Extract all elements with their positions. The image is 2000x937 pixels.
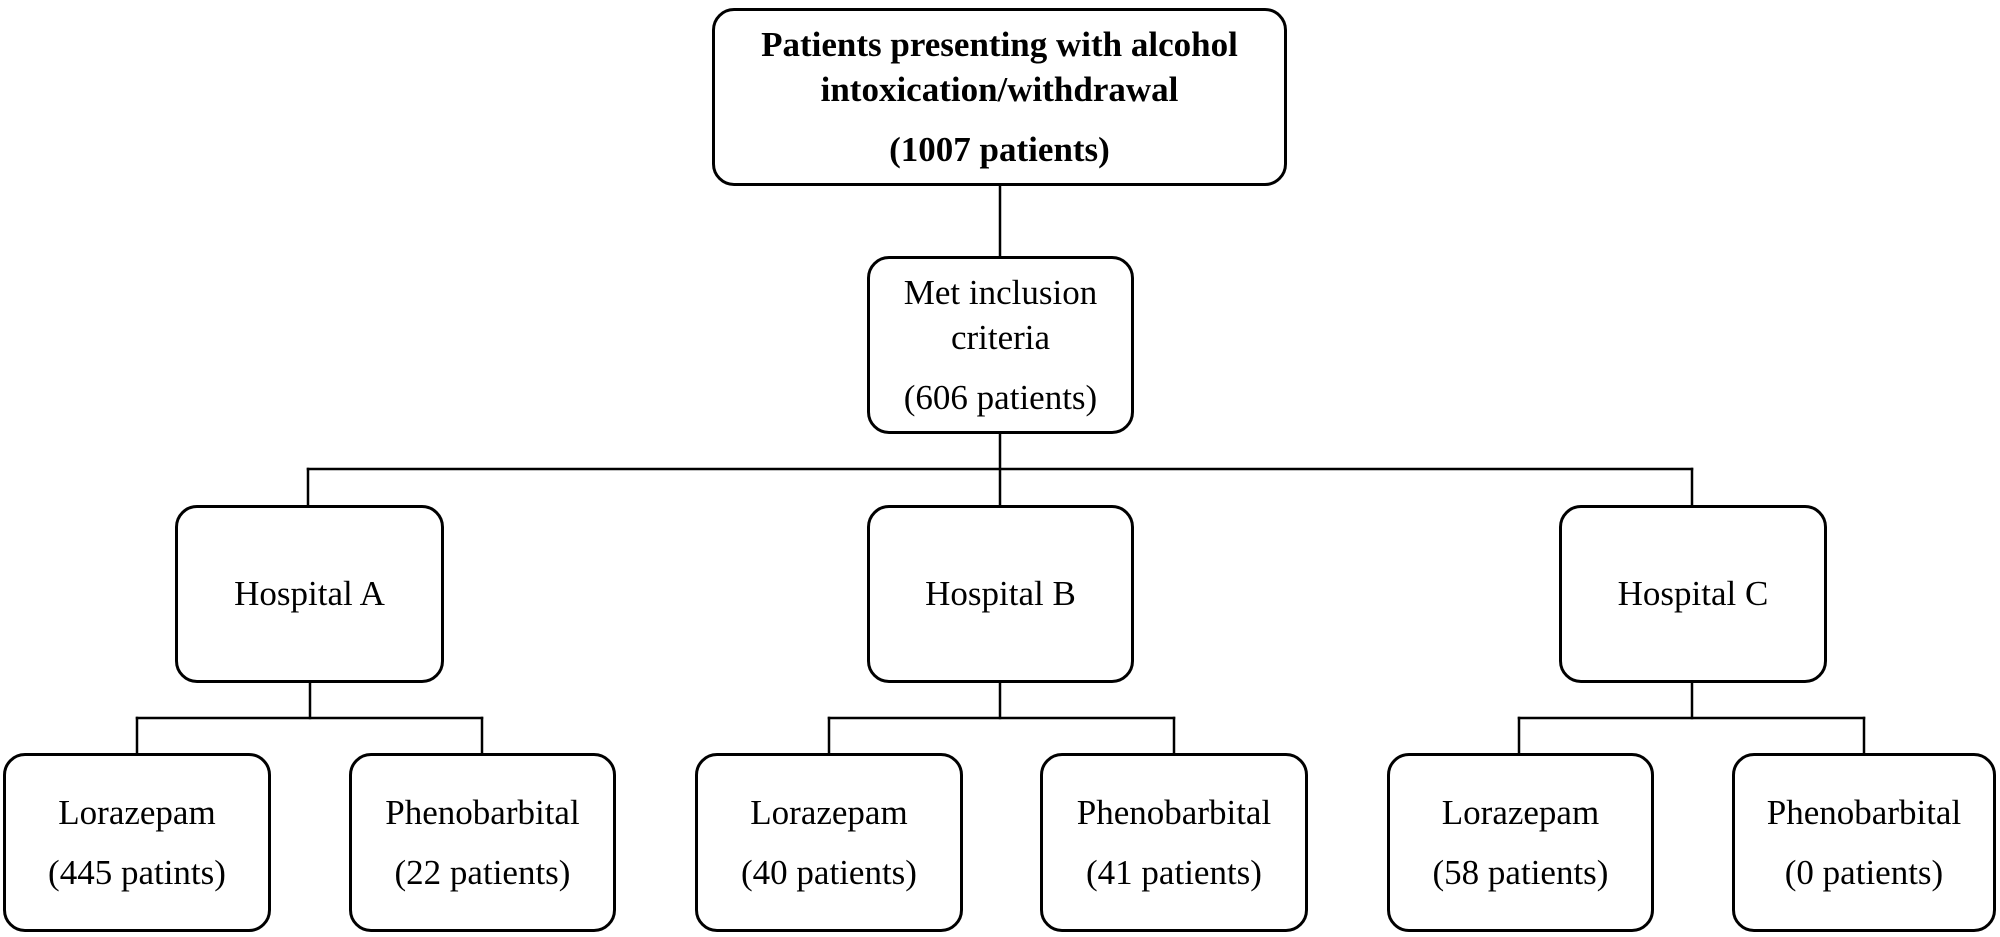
arm-count: (41 patients) bbox=[1086, 852, 1262, 892]
inclusion-label-line-2: criteria bbox=[950, 318, 1051, 358]
arm-count: (0 patients) bbox=[1784, 852, 1944, 892]
hospital-a-phenobarbital-node: Phenobarbital (22 patients) bbox=[349, 753, 616, 932]
hospital-c-label: Hospital C bbox=[1617, 574, 1769, 614]
arm-drug-label: Lorazepam bbox=[58, 793, 216, 832]
hospital-b-label: Hospital B bbox=[925, 574, 1076, 614]
hospital-b-lorazepam-node: Lorazepam (40 patients) bbox=[695, 753, 963, 932]
arm-count: (22 patients) bbox=[394, 852, 571, 892]
hospital-c-node: Hospital C bbox=[1559, 505, 1827, 683]
root-title-line-1: Patients presenting with alcohol bbox=[761, 24, 1238, 64]
arm-drug-label: Lorazepam bbox=[1441, 793, 1600, 832]
arm-drug-label: Lorazepam bbox=[750, 793, 908, 832]
arm-count: (40 patients) bbox=[741, 852, 917, 892]
hospital-b-phenobarbital-node: Phenobarbital (41 patients) bbox=[1040, 753, 1308, 932]
arm-drug-label: Phenobarbital bbox=[1766, 793, 1962, 832]
hospital-a-label: Hospital A bbox=[234, 574, 385, 614]
arm-count: (445 patints) bbox=[48, 852, 226, 892]
root-node: Patients presenting with alcohol intoxic… bbox=[712, 8, 1287, 186]
inclusion-node: Met inclusion criteria (606 patients) bbox=[867, 256, 1134, 434]
root-count: (1007 patients) bbox=[889, 129, 1110, 169]
hospital-c-lorazepam-node: Lorazepam (58 patients) bbox=[1387, 753, 1654, 932]
hospital-a-node: Hospital A bbox=[175, 505, 444, 683]
inclusion-label-line-1: Met inclusion bbox=[903, 272, 1098, 312]
hospital-c-phenobarbital-node: Phenobarbital (0 patients) bbox=[1732, 753, 1996, 932]
inclusion-count: (606 patients) bbox=[903, 377, 1098, 417]
hospital-b-node: Hospital B bbox=[867, 505, 1134, 683]
hospital-a-lorazepam-node: Lorazepam (445 patints) bbox=[3, 753, 271, 932]
root-title-line-2: intoxication/withdrawal bbox=[820, 70, 1179, 110]
arm-count: (58 patients) bbox=[1432, 852, 1609, 892]
arm-drug-label: Phenobarbital bbox=[1076, 793, 1272, 832]
arm-drug-label: Phenobarbital bbox=[385, 793, 580, 832]
